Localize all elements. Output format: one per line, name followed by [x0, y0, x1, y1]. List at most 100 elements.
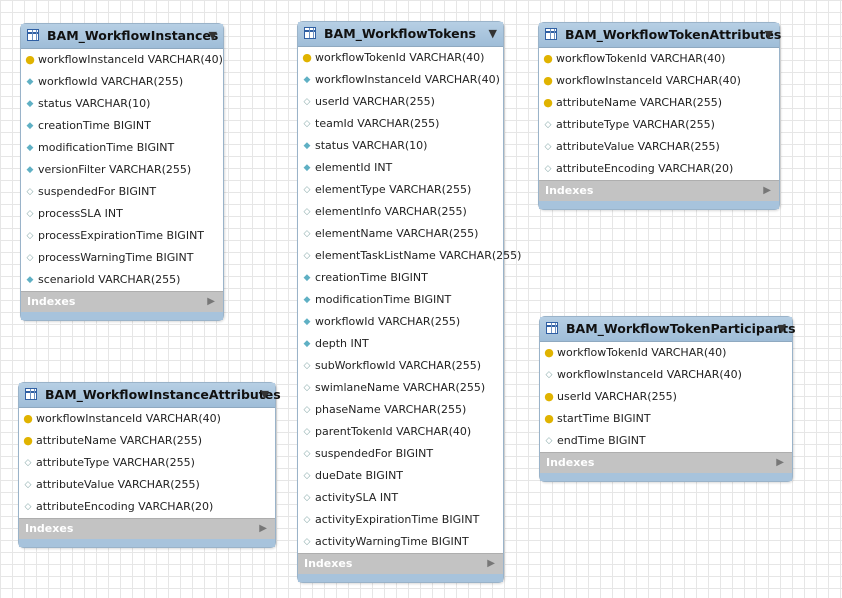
- column-row[interactable]: ◆workflowId VARCHAR(255): [298, 311, 503, 333]
- column-row[interactable]: ◆status VARCHAR(10): [21, 93, 223, 115]
- indexes-section[interactable]: Indexes▶: [539, 180, 779, 201]
- collapse-arrow-icon[interactable]: ▼: [208, 29, 217, 42]
- column-row[interactable]: ●workflowInstanceId VARCHAR(40): [21, 49, 223, 71]
- column-row[interactable]: ◇ elementName VARCHAR(255): [298, 223, 503, 245]
- table-bam-workflowtokenattributes[interactable]: BAM_WorkflowTokenAttributes▼●workflowTok…: [538, 22, 781, 210]
- column-label: teamId VARCHAR(255): [315, 117, 440, 130]
- column-row[interactable]: ◇subWorkflowId VARCHAR(255): [298, 355, 503, 377]
- column-row[interactable]: ◇swimlaneName VARCHAR(255): [298, 377, 503, 399]
- column-label: parentTokenId VARCHAR(40): [315, 425, 472, 438]
- column-label: processExpirationTime BIGINT: [38, 229, 205, 242]
- column-label: suspendedFor BIGINT: [315, 447, 434, 460]
- column-label: suspendedFor BIGINT: [38, 185, 157, 198]
- table-header[interactable]: BAM_WorkflowTokenAttributes▼: [539, 23, 781, 47]
- not-null-column-icon: ◆: [303, 163, 311, 173]
- indexes-section[interactable]: Indexes▶: [540, 452, 792, 473]
- column-row[interactable]: ◆status VARCHAR(10): [298, 135, 503, 157]
- expand-arrow-icon[interactable]: ▶: [763, 185, 771, 196]
- column-row[interactable]: ◇workflowInstanceId VARCHAR(40): [540, 364, 792, 386]
- indexes-section[interactable]: Indexes▶: [19, 518, 275, 539]
- column-row[interactable]: ◇attributeValue VARCHAR(255): [19, 474, 275, 496]
- table-bam-workflowtokenparticipants[interactable]: BAM_WorkflowTokenParticipants▼●workflowT…: [539, 316, 796, 482]
- collapse-arrow-icon[interactable]: ▼: [777, 322, 786, 335]
- column-row[interactable]: ◆elementId INT: [298, 157, 503, 179]
- column-row[interactable]: ◆creationTime BIGINT: [298, 267, 503, 289]
- column-row[interactable]: ◆modificationTime BIGINT: [21, 137, 223, 159]
- collapse-arrow-icon[interactable]: ▼: [488, 27, 497, 40]
- not-null-column-icon: ◆: [303, 339, 311, 349]
- collapse-arrow-icon[interactable]: ▼: [764, 28, 773, 41]
- column-row[interactable]: ◇phaseName VARCHAR(255): [298, 399, 503, 421]
- table-title: BAM_WorkflowInstances: [47, 28, 219, 43]
- column-row[interactable]: ◆versionFilter VARCHAR(255): [21, 159, 223, 181]
- column-row[interactable]: ◇userId VARCHAR(255): [298, 91, 503, 113]
- indexes-section[interactable]: Indexes▶: [298, 553, 503, 574]
- column-row[interactable]: ◇attributeEncoding VARCHAR(20): [539, 158, 779, 180]
- column-row[interactable]: ◇endTime BIGINT: [540, 430, 792, 452]
- expand-arrow-icon[interactable]: ▶: [487, 558, 495, 569]
- column-row[interactable]: ◇teamId VARCHAR(255): [298, 113, 503, 135]
- nullable-column-icon: ◇: [303, 537, 311, 547]
- table-bam-workflowinstanceattributes[interactable]: BAM_WorkflowInstanceAttributes▼●workflow…: [18, 382, 281, 548]
- table-header[interactable]: BAM_WorkflowTokenParticipants▼: [540, 317, 796, 341]
- column-row[interactable]: ●workflowTokenId VARCHAR(40): [540, 342, 792, 364]
- column-row[interactable]: ◆modificationTime BIGINT: [298, 289, 503, 311]
- column-row[interactable]: ◆scenarioId VARCHAR(255): [21, 269, 223, 291]
- not-null-column-icon: ◆: [26, 99, 34, 109]
- column-label: processWarningTime BIGINT: [38, 251, 194, 264]
- column-label: elementName VARCHAR(255): [315, 227, 479, 240]
- column-label: attributeValue VARCHAR(255): [36, 478, 200, 491]
- column-row[interactable]: ◇activityWarningTime BIGINT: [298, 531, 503, 553]
- column-row[interactable]: ●attributeName VARCHAR(255): [19, 430, 275, 452]
- indexes-label: Indexes: [27, 295, 76, 308]
- column-row[interactable]: ●workflowInstanceId VARCHAR(40): [539, 70, 779, 92]
- expand-arrow-icon[interactable]: ▶: [207, 296, 215, 307]
- column-row[interactable]: ◇elementInfo VARCHAR(255): [298, 201, 503, 223]
- column-row[interactable]: ◇suspendedFor BIGINT: [21, 181, 223, 203]
- column-row[interactable]: ◇attributeType VARCHAR(255): [19, 452, 275, 474]
- nullable-column-icon: ◇: [303, 229, 311, 239]
- column-label: workflowTokenId VARCHAR(40): [315, 51, 485, 64]
- table-header[interactable]: BAM_WorkflowInstances▼: [21, 24, 223, 48]
- column-row[interactable]: ●workflowTokenId VARCHAR(40): [539, 48, 779, 70]
- column-row[interactable]: ◆workflowInstanceId VARCHAR(40): [298, 69, 503, 91]
- column-row[interactable]: ◇elementType VARCHAR(255): [298, 179, 503, 201]
- nullable-column-icon: ◇: [303, 383, 311, 393]
- indexes-section[interactable]: Indexes ▶: [21, 291, 223, 312]
- column-row[interactable]: ◇attributeType VARCHAR(255): [539, 114, 779, 136]
- collapse-arrow-icon[interactable]: ▼: [260, 388, 269, 401]
- column-row[interactable]: ◇processExpirationTime BIGINT: [21, 225, 223, 247]
- table-bam-workflowtokens[interactable]: BAM_WorkflowTokens▼●workflowTokenId VARC…: [297, 21, 522, 583]
- column-row[interactable]: ◇processSLA INT: [21, 203, 223, 225]
- column-row[interactable]: ●workflowInstanceId VARCHAR(40): [19, 408, 275, 430]
- column-row[interactable]: ◆depth INT: [298, 333, 503, 355]
- expand-arrow-icon[interactable]: ▶: [776, 457, 784, 468]
- column-list: ●workflowTokenId VARCHAR(40)●workflowIns…: [539, 47, 779, 180]
- column-row[interactable]: ◇activityExpirationTime BIGINT: [298, 509, 503, 531]
- column-row[interactable]: ◆creationTime BIGINT: [21, 115, 223, 137]
- column-row[interactable]: ◇suspendedFor BIGINT: [298, 443, 503, 465]
- column-label: userId VARCHAR(255): [557, 390, 677, 403]
- table-header[interactable]: BAM_WorkflowInstanceAttributes▼: [19, 383, 281, 407]
- column-row[interactable]: ●workflowTokenId VARCHAR(40): [298, 47, 503, 69]
- column-row[interactable]: ◇attributeEncoding VARCHAR(20): [19, 496, 275, 518]
- column-row[interactable]: ◆workflowId VARCHAR(255): [21, 71, 223, 93]
- column-label: creationTime BIGINT: [38, 119, 151, 132]
- expand-arrow-icon[interactable]: ▶: [259, 523, 267, 534]
- column-label: workflowId VARCHAR(255): [38, 75, 184, 88]
- column-row[interactable]: ●startTime BIGINT: [540, 408, 792, 430]
- nullable-column-icon: ◇: [303, 427, 311, 437]
- column-row[interactable]: ◇ parentTokenId VARCHAR(40): [298, 421, 503, 443]
- column-row[interactable]: ◇elementTaskListName VARCHAR(255): [298, 245, 522, 267]
- column-label: attributeEncoding VARCHAR(20): [36, 500, 214, 513]
- column-row[interactable]: ◇attributeValue VARCHAR(255): [539, 136, 779, 158]
- table-header[interactable]: BAM_WorkflowTokens▼: [298, 22, 503, 46]
- column-list: ●workflowTokenId VARCHAR(40)◇workflowIns…: [540, 341, 792, 452]
- column-row[interactable]: ●attributeName VARCHAR(255): [539, 92, 779, 114]
- column-row[interactable]: ◇dueDate BIGINT: [298, 465, 503, 487]
- nullable-column-icon: ◇: [303, 361, 311, 371]
- column-row[interactable]: ◇processWarningTime BIGINT: [21, 247, 223, 269]
- column-row[interactable]: ●userId VARCHAR(255): [540, 386, 792, 408]
- table-bam-workflowinstances[interactable]: BAM_WorkflowInstances▼●workflowInstanceI…: [20, 23, 224, 321]
- column-row[interactable]: ◇activitySLA INT: [298, 487, 503, 509]
